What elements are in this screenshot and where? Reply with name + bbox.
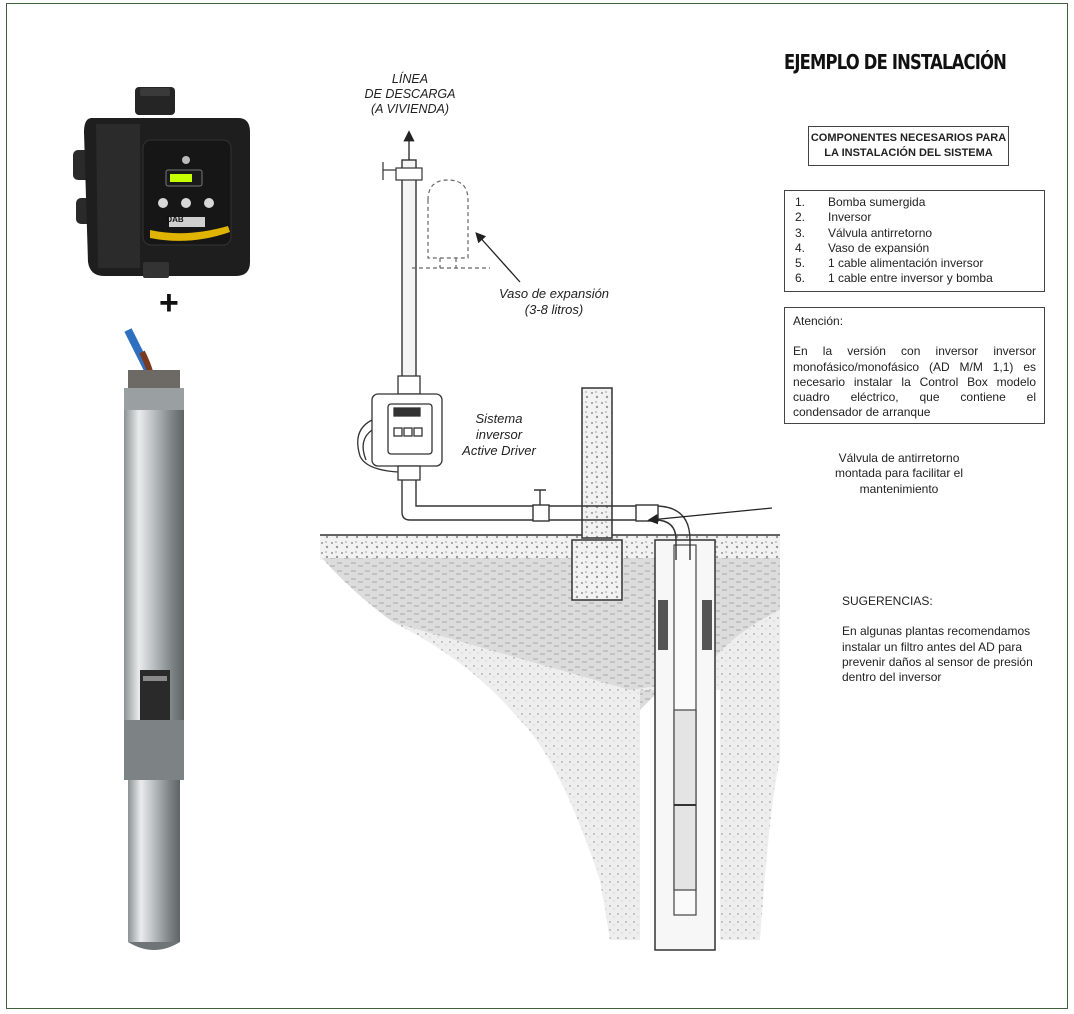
vessel-arrow	[475, 232, 521, 283]
list-item: 6.1 cable entre inversor y bomba	[795, 271, 993, 286]
inverter-device-icon	[73, 87, 250, 278]
suggestions-body: En algunas plantas recomendamos instalar…	[842, 624, 1033, 685]
page-frame	[6, 3, 1068, 1009]
list-item: 4.Vaso de expansión	[795, 240, 930, 255]
discharge-line-label: LÍNEA DE DESCARGA (A VIVIENDA)	[364, 72, 456, 116]
list-item: 5.1 cable alimentación inversor	[795, 256, 984, 271]
list-item: 2.Inversor	[795, 210, 872, 225]
well	[654, 539, 716, 951]
attention-body: En la versión con inversor inversor mono…	[793, 344, 1036, 420]
valve-note: Válvula de antirretorno montada para fac…	[834, 451, 964, 496]
inverter-logo: DAB	[166, 215, 184, 224]
attention-box: Atención: En la versión con inversor inv…	[784, 307, 1045, 424]
well-pump-icon	[673, 709, 697, 891]
inverter-diagram-icon	[357, 375, 443, 481]
piping	[401, 130, 691, 560]
list-item: 1.Bomba sumergida	[795, 195, 926, 209]
components-title-box: COMPONENTES NECESARIOS PARA LA INSTALACI…	[808, 126, 1009, 166]
list-item: 3.Válvula antirretorno	[795, 225, 933, 240]
page-title: EJEMPLO DE INSTALACIÓN	[784, 50, 1007, 74]
components-list: 1.Bomba sumergida 2.Inversor 3.Válvula a…	[784, 190, 1045, 292]
valve-arrow	[647, 507, 773, 525]
expansion-vessel-label: Vaso de expansión (3-8 litros)	[498, 286, 610, 317]
discharge-valve-icon	[382, 162, 423, 181]
pump-body-icon	[124, 328, 184, 950]
wall	[571, 387, 623, 601]
inverter-system-label: Sistema inversor Active Driver	[462, 411, 536, 458]
attention-heading: Atención:	[793, 314, 844, 328]
plus-sign: +	[159, 284, 179, 322]
suggestions-block: SUGERENCIAS: En algunas plantas recomend…	[842, 594, 1042, 685]
suggestions-heading: SUGERENCIAS:	[842, 594, 933, 608]
expansion-vessel-icon	[412, 179, 490, 269]
